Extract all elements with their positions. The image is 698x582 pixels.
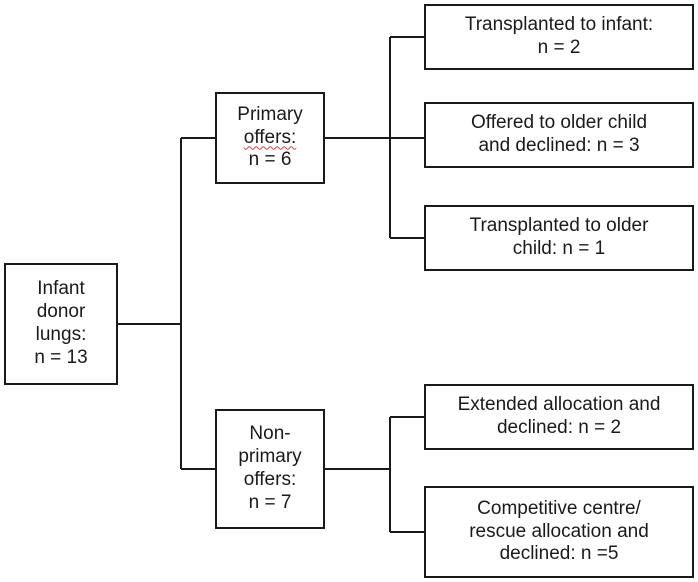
node-text-line: offers:	[243, 126, 297, 148]
node-text-line: child: n = 1	[512, 238, 606, 259]
node-text-line: n = 2	[537, 37, 581, 58]
node-text-line: rescue allocation and	[469, 520, 649, 542]
node-text-line: Primary	[237, 103, 303, 125]
node-text-line: Offered to older child	[470, 112, 648, 134]
node-text-line: Competitive centre/	[477, 497, 641, 519]
transplanted-to-infant-node: Transplanted to infant: n = 2	[424, 4, 694, 70]
primary-offers-node: Primary offers: n = 6	[215, 92, 325, 184]
node-text-line: Infant	[37, 278, 85, 300]
node-text-line: n = 13	[34, 346, 88, 368]
non-primary-offers-node: Non- primary offers: n = 7	[215, 409, 325, 529]
node-text-line: n = 6	[248, 149, 292, 171]
node-text-line: primary	[238, 446, 302, 468]
offered-to-older-child-declined-node: Offered to older child and declined: n =…	[424, 102, 694, 168]
competitive-centre-rescue-allocation-node: Competitive centre/ rescue allocation an…	[424, 486, 694, 578]
extended-allocation-declined-node: Extended allocation and declined: n = 2	[424, 384, 694, 450]
node-text-line: declined: n =5	[499, 543, 619, 565]
node-text-line: Transplanted to infant:	[464, 14, 654, 36]
node-text-line: and declined: n = 3	[478, 135, 640, 156]
infant-donor-lungs-node: Infant donor lungs: n = 13	[4, 263, 118, 385]
node-text-line: lungs:	[35, 324, 87, 345]
transplanted-to-older-child-node: Transplanted to older child: n = 1	[424, 205, 694, 271]
node-text-line: Transplanted to older	[469, 215, 649, 237]
node-text-line: donor	[36, 301, 86, 323]
node-text-line: declined: n = 2	[496, 417, 622, 438]
node-text-line: Non-	[249, 423, 291, 445]
node-text-line: n = 7	[248, 491, 292, 513]
node-text-line: offers:	[243, 469, 297, 490]
node-text-line: Extended allocation and	[457, 394, 661, 416]
